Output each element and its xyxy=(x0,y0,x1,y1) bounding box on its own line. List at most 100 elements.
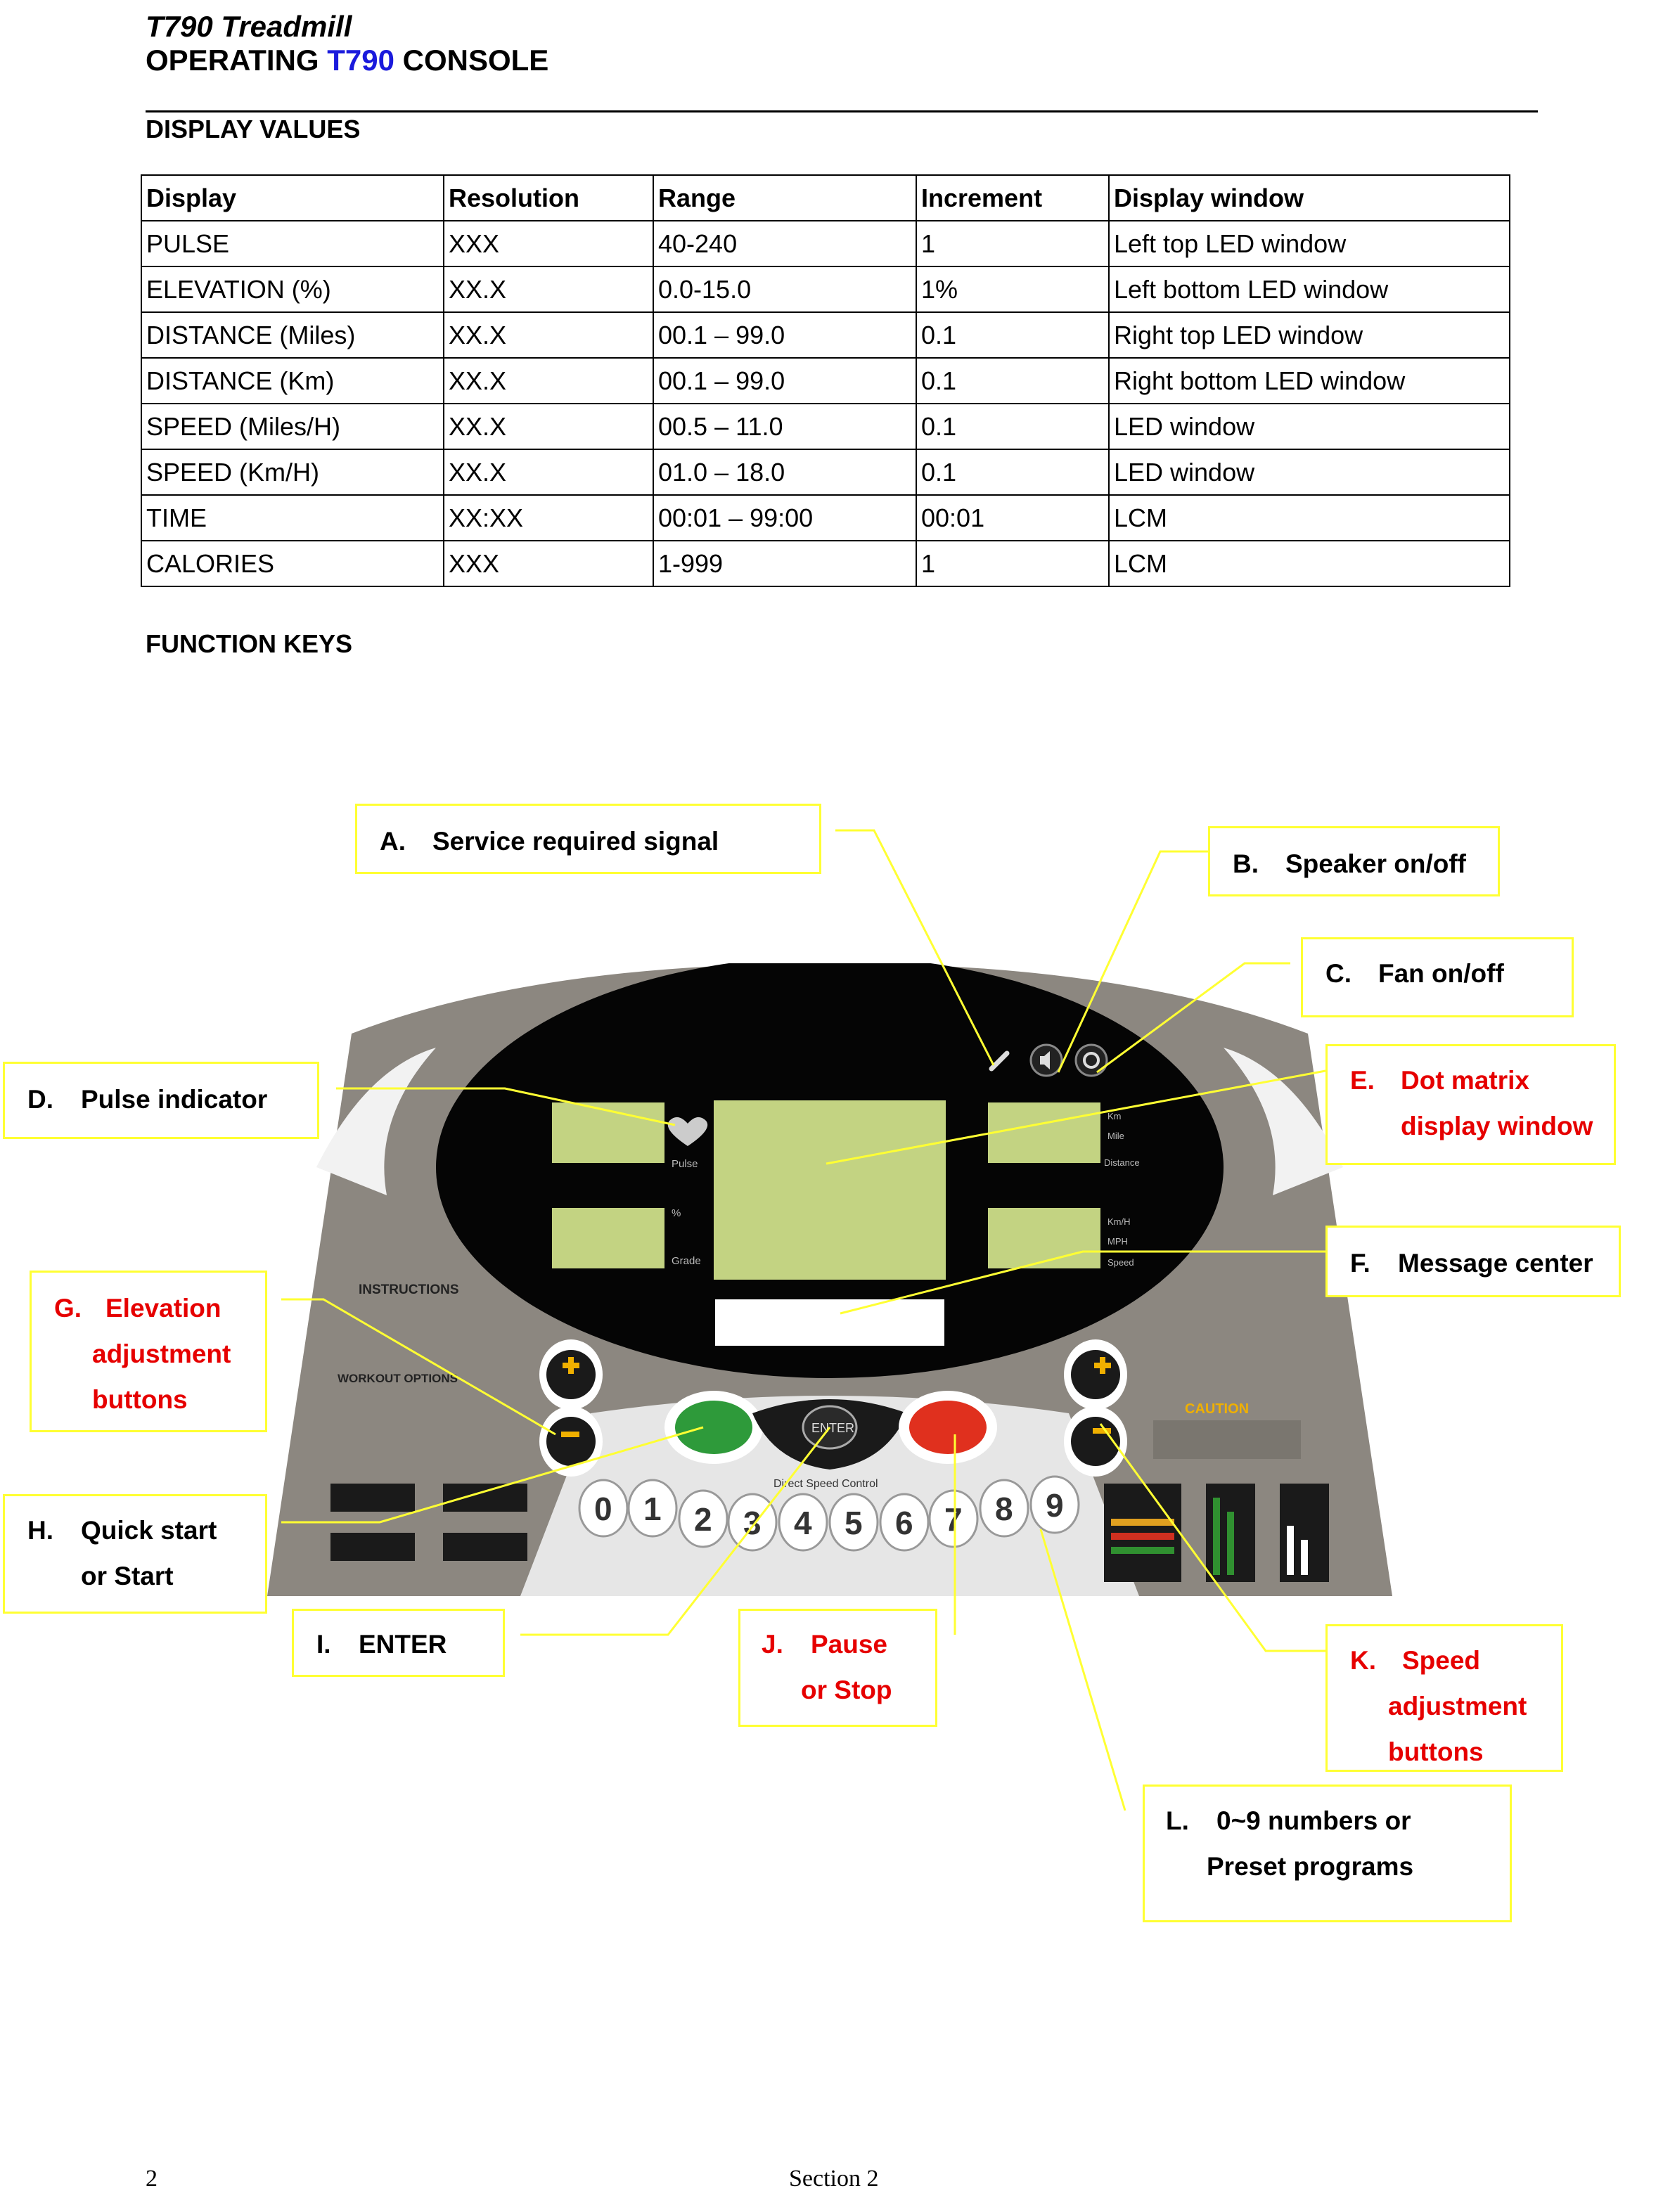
leader-line-f xyxy=(840,1250,1325,1315)
percent-unit: % xyxy=(672,1207,681,1219)
callout-letter: B. xyxy=(1233,849,1259,878)
table-header-row: Display Resolution Range Increment Displ… xyxy=(141,174,1510,221)
table-cell: PULSE xyxy=(141,220,444,267)
number-key-2[interactable]: 2 xyxy=(678,1489,728,1548)
leader-line-k xyxy=(1099,1423,1325,1652)
callout-text: Elevation xyxy=(105,1294,221,1323)
number-key-8[interactable]: 8 xyxy=(979,1479,1029,1538)
table-cell: 1% xyxy=(916,266,1110,313)
callout-pause-stop: J. Pause or Stop xyxy=(738,1609,937,1727)
column-header: Resolution xyxy=(443,174,654,221)
elevation-up-button[interactable] xyxy=(539,1339,603,1410)
speed-label: Speed xyxy=(1107,1257,1134,1268)
callout-letter: L. xyxy=(1166,1806,1189,1835)
number-key-4-label: 4 xyxy=(794,1505,812,1541)
number-key-1-label: 1 xyxy=(643,1491,662,1527)
enter-button-label: ENTER xyxy=(811,1421,854,1435)
callout-text: Fan on/off xyxy=(1378,959,1504,988)
mile-unit: Mile xyxy=(1107,1131,1124,1141)
number-key-0[interactable]: 0 xyxy=(578,1479,629,1538)
callout-dot-matrix: E. Dot matrix display window xyxy=(1325,1044,1616,1165)
callout-text: Speed xyxy=(1402,1646,1481,1675)
table-cell: 1 xyxy=(916,540,1110,587)
callout-text: display window xyxy=(1401,1112,1593,1140)
number-key-9[interactable]: 9 xyxy=(1029,1475,1080,1534)
distance-label: Distance xyxy=(1104,1157,1140,1168)
header-rule xyxy=(146,110,1538,112)
table-row: TIME XX:XX 00:01 – 99:00 00:01 LCM xyxy=(141,494,1510,541)
table-cell: DISTANCE (Miles) xyxy=(141,311,444,359)
number-key-5[interactable]: 5 xyxy=(828,1493,879,1552)
speed-up-button[interactable] xyxy=(1064,1339,1127,1410)
table-cell: SPEED (Km/H) xyxy=(141,449,444,496)
caution-heading: CAUTION xyxy=(1185,1401,1249,1417)
pulse-label: Pulse xyxy=(672,1158,698,1170)
message-center-window xyxy=(715,1299,944,1346)
callout-pulse-indicator: D. Pulse indicator xyxy=(3,1062,319,1139)
table-cell: 0.1 xyxy=(916,449,1110,496)
number-key-5-label: 5 xyxy=(845,1505,863,1541)
speed-down-button[interactable] xyxy=(1064,1406,1127,1477)
number-key-8-label: 8 xyxy=(995,1491,1013,1527)
callout-text: buttons xyxy=(1388,1737,1484,1766)
fan-icon[interactable] xyxy=(1074,1043,1108,1077)
table-cell: 00.1 – 99.0 xyxy=(653,357,917,404)
leader-line-h xyxy=(281,1426,704,1524)
table-cell: XXX xyxy=(443,220,654,267)
table-row: SPEED (Km/H) XX.X 01.0 – 18.0 0.1 LED wi… xyxy=(141,449,1510,496)
table-cell: Left bottom LED window xyxy=(1108,266,1510,313)
table-cell: XX.X xyxy=(443,403,654,450)
callout-letter: D. xyxy=(27,1085,53,1114)
table-cell: LED window xyxy=(1108,449,1510,496)
callout-enter: I. ENTER xyxy=(292,1609,505,1677)
callout-number-keys: L. 0~9 numbers or Preset programs xyxy=(1143,1785,1512,1922)
workout-profile-graphics xyxy=(330,1484,527,1561)
table-cell: CALORIES xyxy=(141,540,444,587)
table-cell: Right bottom LED window xyxy=(1108,357,1510,404)
heart-icon xyxy=(667,1117,708,1146)
number-key-1[interactable]: 1 xyxy=(627,1479,678,1538)
speed-led-window xyxy=(988,1208,1100,1268)
table-cell: XX.X xyxy=(443,449,654,496)
callout-text: Pulse indicator xyxy=(81,1085,268,1114)
table-cell: Left top LED window xyxy=(1108,220,1510,267)
leader-line-a xyxy=(835,829,995,1066)
number-key-6-label: 6 xyxy=(895,1505,913,1541)
callout-text: Speaker on/off xyxy=(1285,849,1466,878)
callout-speed-buttons: K. Speed adjustment buttons xyxy=(1325,1624,1563,1772)
km-unit: Km xyxy=(1107,1111,1122,1121)
quick-start-button[interactable] xyxy=(664,1391,763,1464)
callout-speaker: B. Speaker on/off xyxy=(1208,826,1500,896)
table-cell: 1 xyxy=(916,220,1110,267)
callout-text: Dot matrix xyxy=(1401,1066,1529,1095)
speaker-icon[interactable] xyxy=(1029,1043,1063,1077)
number-key-6[interactable]: 6 xyxy=(879,1493,930,1552)
table-cell: LED window xyxy=(1108,403,1510,450)
table-row: DISTANCE (Km) XX.X 00.1 – 99.0 0.1 Right… xyxy=(141,357,1510,404)
callout-text: buttons xyxy=(92,1385,188,1414)
display-values-table: Display Resolution Range Increment Displ… xyxy=(141,174,1510,587)
number-key-4[interactable]: 4 xyxy=(778,1493,828,1552)
footer-section: Section 2 xyxy=(789,2166,879,2192)
kmh-unit: Km/H xyxy=(1107,1216,1131,1227)
column-header: Display xyxy=(141,174,444,221)
table-cell: 00.5 – 11.0 xyxy=(653,403,917,450)
table-cell: 1-999 xyxy=(653,540,917,587)
table-cell: 00.1 – 99.0 xyxy=(653,311,917,359)
number-key-7[interactable]: 7 xyxy=(928,1489,979,1548)
wrench-icon xyxy=(989,1050,1010,1072)
stop-button[interactable] xyxy=(899,1391,997,1464)
callout-message-center: F. Message center xyxy=(1325,1226,1621,1297)
leader-line-c xyxy=(1096,962,1290,1074)
callout-text: Preset programs xyxy=(1207,1852,1414,1881)
table-cell: 00:01 xyxy=(916,494,1110,541)
table-cell: LCM xyxy=(1108,540,1510,587)
table-cell: DISTANCE (Km) xyxy=(141,357,444,404)
function-keys-heading: FUNCTION KEYS xyxy=(146,629,353,658)
callout-text: 0~9 numbers or xyxy=(1216,1806,1411,1835)
callout-text: Service required signal xyxy=(432,827,719,856)
elevation-down-button[interactable] xyxy=(539,1406,603,1477)
table-cell: XX.X xyxy=(443,266,654,313)
subtitle-model: T790 xyxy=(327,44,394,77)
